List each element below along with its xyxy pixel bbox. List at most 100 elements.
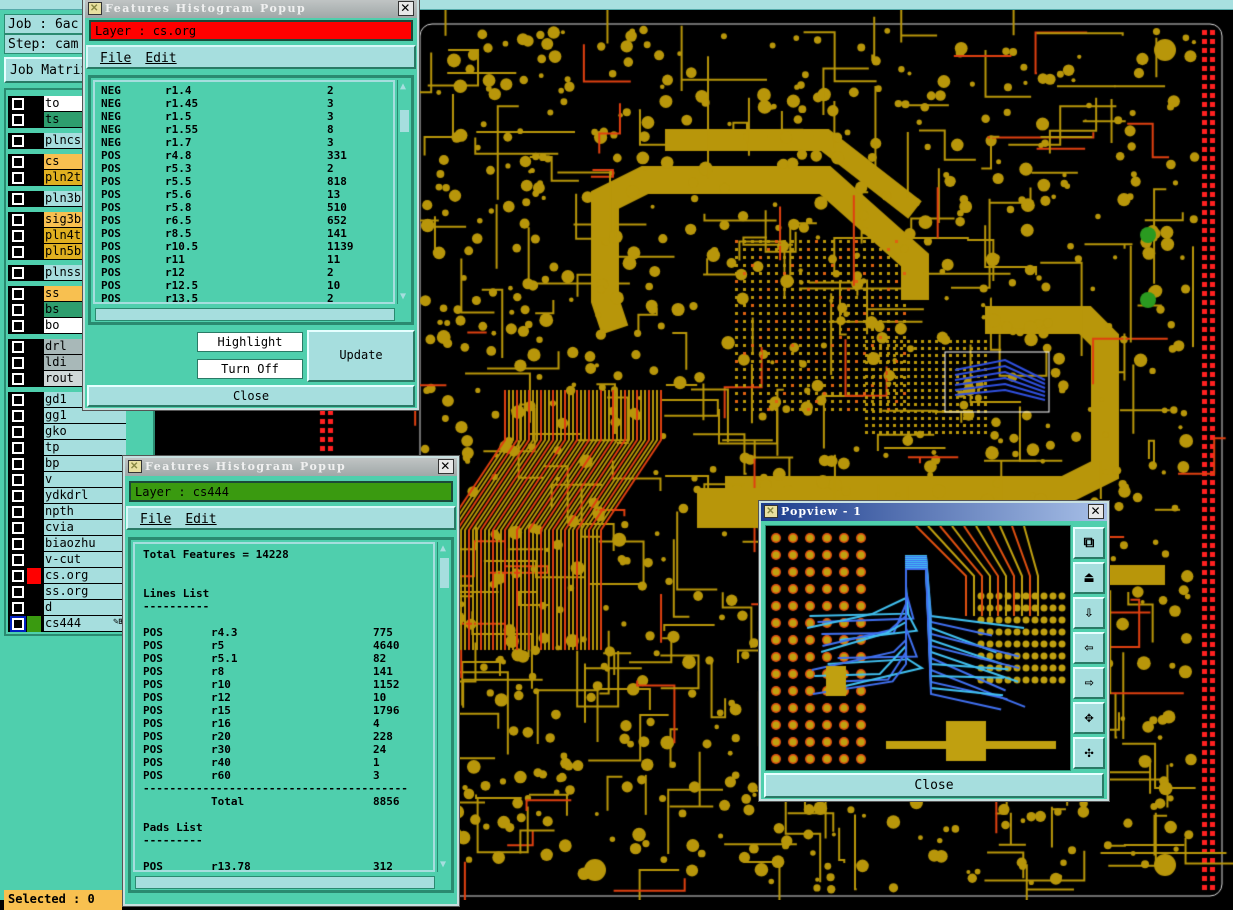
layer-checkbox[interactable] bbox=[12, 98, 24, 110]
menu-edit[interactable]: Edit bbox=[145, 51, 177, 66]
layer-name[interactable]: biaozhu bbox=[44, 536, 126, 551]
popup1-title-bar[interactable]: ✕Features Histogram Popup✕ bbox=[85, 0, 417, 18]
pan-left-icon[interactable]: ⇦ bbox=[1073, 632, 1105, 664]
zoom-window-icon[interactable]: ⧉ bbox=[1073, 527, 1105, 559]
popview-title-bar[interactable]: ✕Popview - 1✕ bbox=[761, 503, 1107, 521]
layer-name[interactable]: gko bbox=[44, 424, 126, 439]
layer-name[interactable]: d bbox=[44, 600, 126, 615]
layer-checkbox[interactable] bbox=[12, 373, 24, 385]
scroll-thumb[interactable] bbox=[400, 110, 409, 132]
highlight-button[interactable]: Highlight bbox=[197, 332, 303, 352]
layer-checkbox[interactable] bbox=[12, 586, 24, 598]
zoom-out-icon[interactable]: ✣ bbox=[1073, 737, 1105, 769]
layer-row[interactable]: gg1 bbox=[8, 408, 126, 424]
scroll-thumb[interactable] bbox=[440, 558, 449, 588]
layer-checkbox[interactable] bbox=[12, 538, 24, 550]
close-icon[interactable]: ✕ bbox=[398, 1, 414, 16]
layer-checkbox[interactable] bbox=[12, 506, 24, 518]
layer-name[interactable]: npth bbox=[44, 504, 126, 519]
update-button[interactable]: Update bbox=[307, 330, 415, 382]
layer-row[interactable]: cs444✎⊞ bbox=[8, 616, 126, 632]
layer-checkbox[interactable] bbox=[12, 394, 24, 406]
layer-checkbox[interactable] bbox=[12, 246, 24, 258]
layer-row[interactable]: tp bbox=[8, 440, 126, 456]
layer-name[interactable]: cs444 bbox=[44, 616, 126, 631]
vertical-scrollbar[interactable]: ▲ ▼ bbox=[437, 542, 451, 872]
layer-checkbox[interactable] bbox=[12, 214, 24, 226]
layer-checkbox[interactable] bbox=[12, 442, 24, 454]
turn-off-button[interactable]: Turn Off bbox=[197, 359, 303, 379]
horizontal-scrollbar[interactable] bbox=[135, 876, 435, 889]
layer-row[interactable]: ydkdrl bbox=[8, 488, 126, 504]
layer-checkbox[interactable] bbox=[12, 474, 24, 486]
layer-name[interactable]: tp bbox=[44, 440, 126, 455]
pan-down-icon[interactable]: ⇩ bbox=[1073, 597, 1105, 629]
pan-right-icon[interactable]: ⇨ bbox=[1073, 667, 1105, 699]
layer-checkbox[interactable] bbox=[12, 410, 24, 422]
layer-row[interactable]: d bbox=[8, 600, 126, 616]
close-button[interactable]: Close bbox=[87, 385, 415, 407]
zoom-in-icon[interactable]: ✥ bbox=[1073, 702, 1105, 734]
layer-checkbox[interactable] bbox=[12, 602, 24, 614]
layer-checkbox[interactable] bbox=[12, 341, 24, 353]
layer-row[interactable]: biaozhu bbox=[8, 536, 126, 552]
layer-checkbox[interactable] bbox=[12, 570, 24, 582]
vertical-scrollbar[interactable]: ▲ ▼ bbox=[397, 80, 411, 304]
layer-name[interactable]: ss.org bbox=[44, 584, 126, 599]
layer-name[interactable]: gg1 bbox=[44, 408, 126, 423]
layer-name[interactable]: ydkdrl bbox=[44, 488, 126, 503]
layer-checkbox[interactable] bbox=[12, 172, 24, 184]
layer-checkbox[interactable] bbox=[12, 426, 24, 438]
layer-row[interactable]: npth bbox=[8, 504, 126, 520]
layer-checkbox[interactable] bbox=[12, 156, 24, 168]
layer-checkbox[interactable] bbox=[12, 135, 24, 147]
close-icon[interactable]: ✕ bbox=[438, 459, 454, 474]
layer-checkbox[interactable] bbox=[12, 267, 24, 279]
popup2-title-bar[interactable]: ✕Features Histogram Popup✕ bbox=[125, 458, 457, 476]
close-icon[interactable]: ✕ bbox=[1088, 504, 1104, 519]
menu-file[interactable]: File bbox=[140, 512, 172, 527]
layer-checkbox[interactable] bbox=[12, 320, 24, 332]
layer-row[interactable]: cvia bbox=[8, 520, 126, 536]
layer-name[interactable]: cvia bbox=[44, 520, 126, 535]
pan-up-icon[interactable]: ⏏ bbox=[1073, 562, 1105, 594]
layer-checkbox[interactable] bbox=[12, 114, 24, 126]
horizontal-scrollbar[interactable] bbox=[95, 308, 395, 321]
menu-file[interactable]: File bbox=[100, 51, 132, 66]
layer-row[interactable]: v bbox=[8, 472, 126, 488]
popview-close-button[interactable]: Close bbox=[764, 773, 1104, 798]
layer-checkbox[interactable] bbox=[12, 490, 24, 502]
popview-canvas[interactable] bbox=[765, 525, 1071, 771]
layer-checkbox[interactable] bbox=[12, 230, 24, 242]
layer-checkbox[interactable] bbox=[12, 193, 24, 205]
layer-row[interactable]: v-cut bbox=[8, 552, 126, 568]
layer-row[interactable]: ss.org bbox=[8, 584, 126, 600]
layer-checkbox[interactable] bbox=[12, 554, 24, 566]
layer-checkbox[interactable] bbox=[12, 522, 24, 534]
